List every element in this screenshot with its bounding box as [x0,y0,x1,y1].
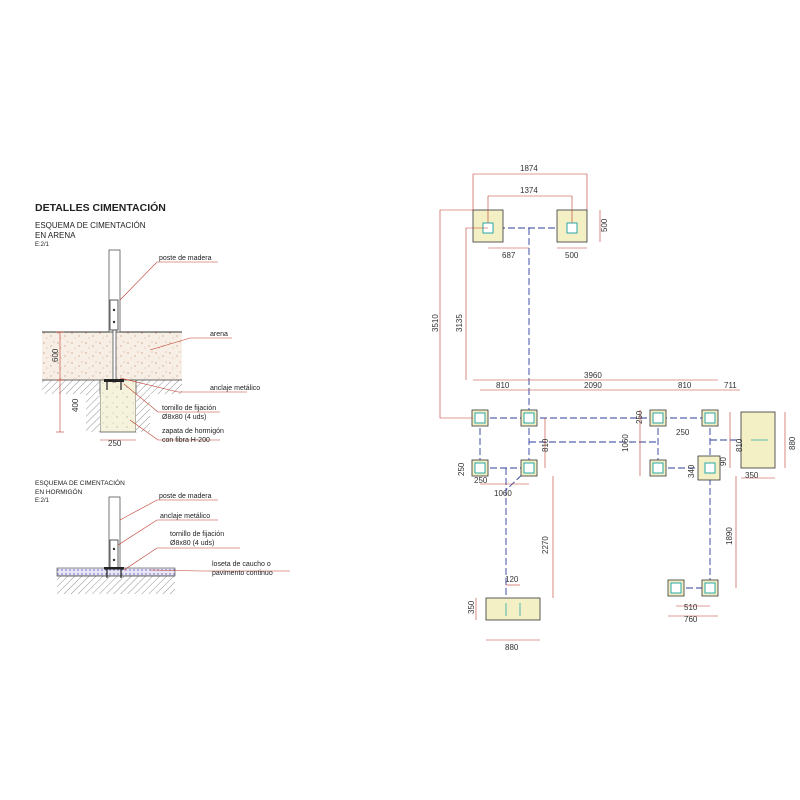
post [704,582,716,594]
post [474,412,486,424]
sand-label-footing-1: zapata de hormigón [162,428,224,435]
dim-3960: 3960 [584,371,602,380]
sand-label-post: poste de madera [159,255,212,262]
sand-dim-250: 250 [108,439,122,448]
dim-90: 90 [719,457,728,466]
sand-label-bolt-2: Ø8x80 (4 uds) [162,414,206,421]
sand-detail: ESQUEMA DE CIMENTACIÓN EN ARENA E:2/1 [35,221,260,448]
dim-711: 711 [724,381,737,390]
sand-dim-600: 600 [51,348,60,362]
concrete-base-hatch [57,576,175,594]
dim-1874: 1874 [520,164,538,173]
post [670,582,682,594]
sand-scale: E:2/1 [35,242,50,248]
dim-350-bottom: 350 [467,600,476,614]
foundation-plan: 1874 1374 687 500 500 3510 3135 3960 810… [431,164,797,652]
dim-3510: 3510 [431,314,440,332]
post [523,462,535,474]
dim-3135: 3135 [455,314,464,332]
dimension-lines [439,173,786,641]
dim-1060-bottom: 1060 [494,489,512,498]
dim-880-side: 880 [788,436,797,450]
sand-dim-400: 400 [71,398,80,412]
concrete-heading-line1: ESQUEMA DE CIMENTACIÓN [35,478,125,487]
concrete-label-bolt-2: Ø8x80 (4 uds) [170,540,214,547]
sand-label-bolt-1: tornillo de fijación [162,405,216,412]
concrete-detail: ESQUEMA DE CIMENTACIÓN EN HORMIGÓN E:2/1… [35,478,290,594]
sand-heading-line2: EN ARENA [35,231,76,240]
concrete-scale: E:2/1 [35,498,50,504]
post [566,222,578,234]
sand-label-sand: arena [210,331,228,338]
dim-250-under: 250 [474,476,488,485]
post [652,412,664,424]
footing [485,597,541,621]
dim-760: 760 [684,615,698,624]
dimension-texts: 1874 1374 687 500 500 3510 3135 3960 810… [431,164,797,652]
dim-120: 120 [505,575,519,584]
sand-layer [42,332,182,380]
dim-500-bottom: 500 [565,251,579,260]
post [704,462,716,474]
dim-350-side: 350 [745,471,759,480]
dim-250-left: 250 [457,462,466,476]
sand-heading-line1: ESQUEMA DE CIMENTACIÓN [35,221,146,230]
dim-1060-vertical: 1060 [621,434,630,452]
post [652,462,664,474]
dim-687: 687 [502,251,516,260]
sand-label-anchor: anclaje metálico [210,385,260,392]
details-title: DETALLES CIMENTACIÓN [35,201,166,214]
dim-500-side: 500 [600,218,609,232]
details-panel: DETALLES CIMENTACIÓN ESQUEMA DE CIMENTAC… [35,201,290,594]
dim-810-side: 810 [735,438,744,452]
dim-1374: 1374 [520,186,538,195]
dim-1890: 1890 [725,527,734,545]
post [474,462,486,474]
concrete-heading-line2: EN HORMIGÓN [35,487,83,496]
dim-810-right: 810 [678,381,692,390]
concrete-footing [99,379,137,433]
dim-250-right: 250 [635,410,644,424]
concrete-label-tile-1: loseta de caucho o [212,561,271,568]
dim-340: 340 [687,464,696,478]
concrete-label-post: poste de madera [159,493,212,500]
dim-2270: 2270 [541,536,550,554]
concrete-label-anchor: anclaje metálico [160,513,210,520]
dim-510: 510 [684,603,698,612]
dim-880-bottom: 880 [505,643,519,652]
post [704,412,716,424]
concrete-label-tile-2: pavimento continuo [212,570,273,577]
footings [471,209,776,621]
sand-label-footing-2: con fibra H-200 [162,437,210,444]
metal-anchor [109,299,119,331]
dim-250-post: 250 [676,428,690,437]
dim-810-mid: 810 [541,438,550,452]
concrete-label-bolt-1: tornillo de fijación [170,531,224,538]
concrete-metal-anchor [109,539,119,569]
dim-2090: 2090 [584,381,602,390]
post [523,412,535,424]
dim-810-left: 810 [496,381,510,390]
posts [474,222,716,594]
